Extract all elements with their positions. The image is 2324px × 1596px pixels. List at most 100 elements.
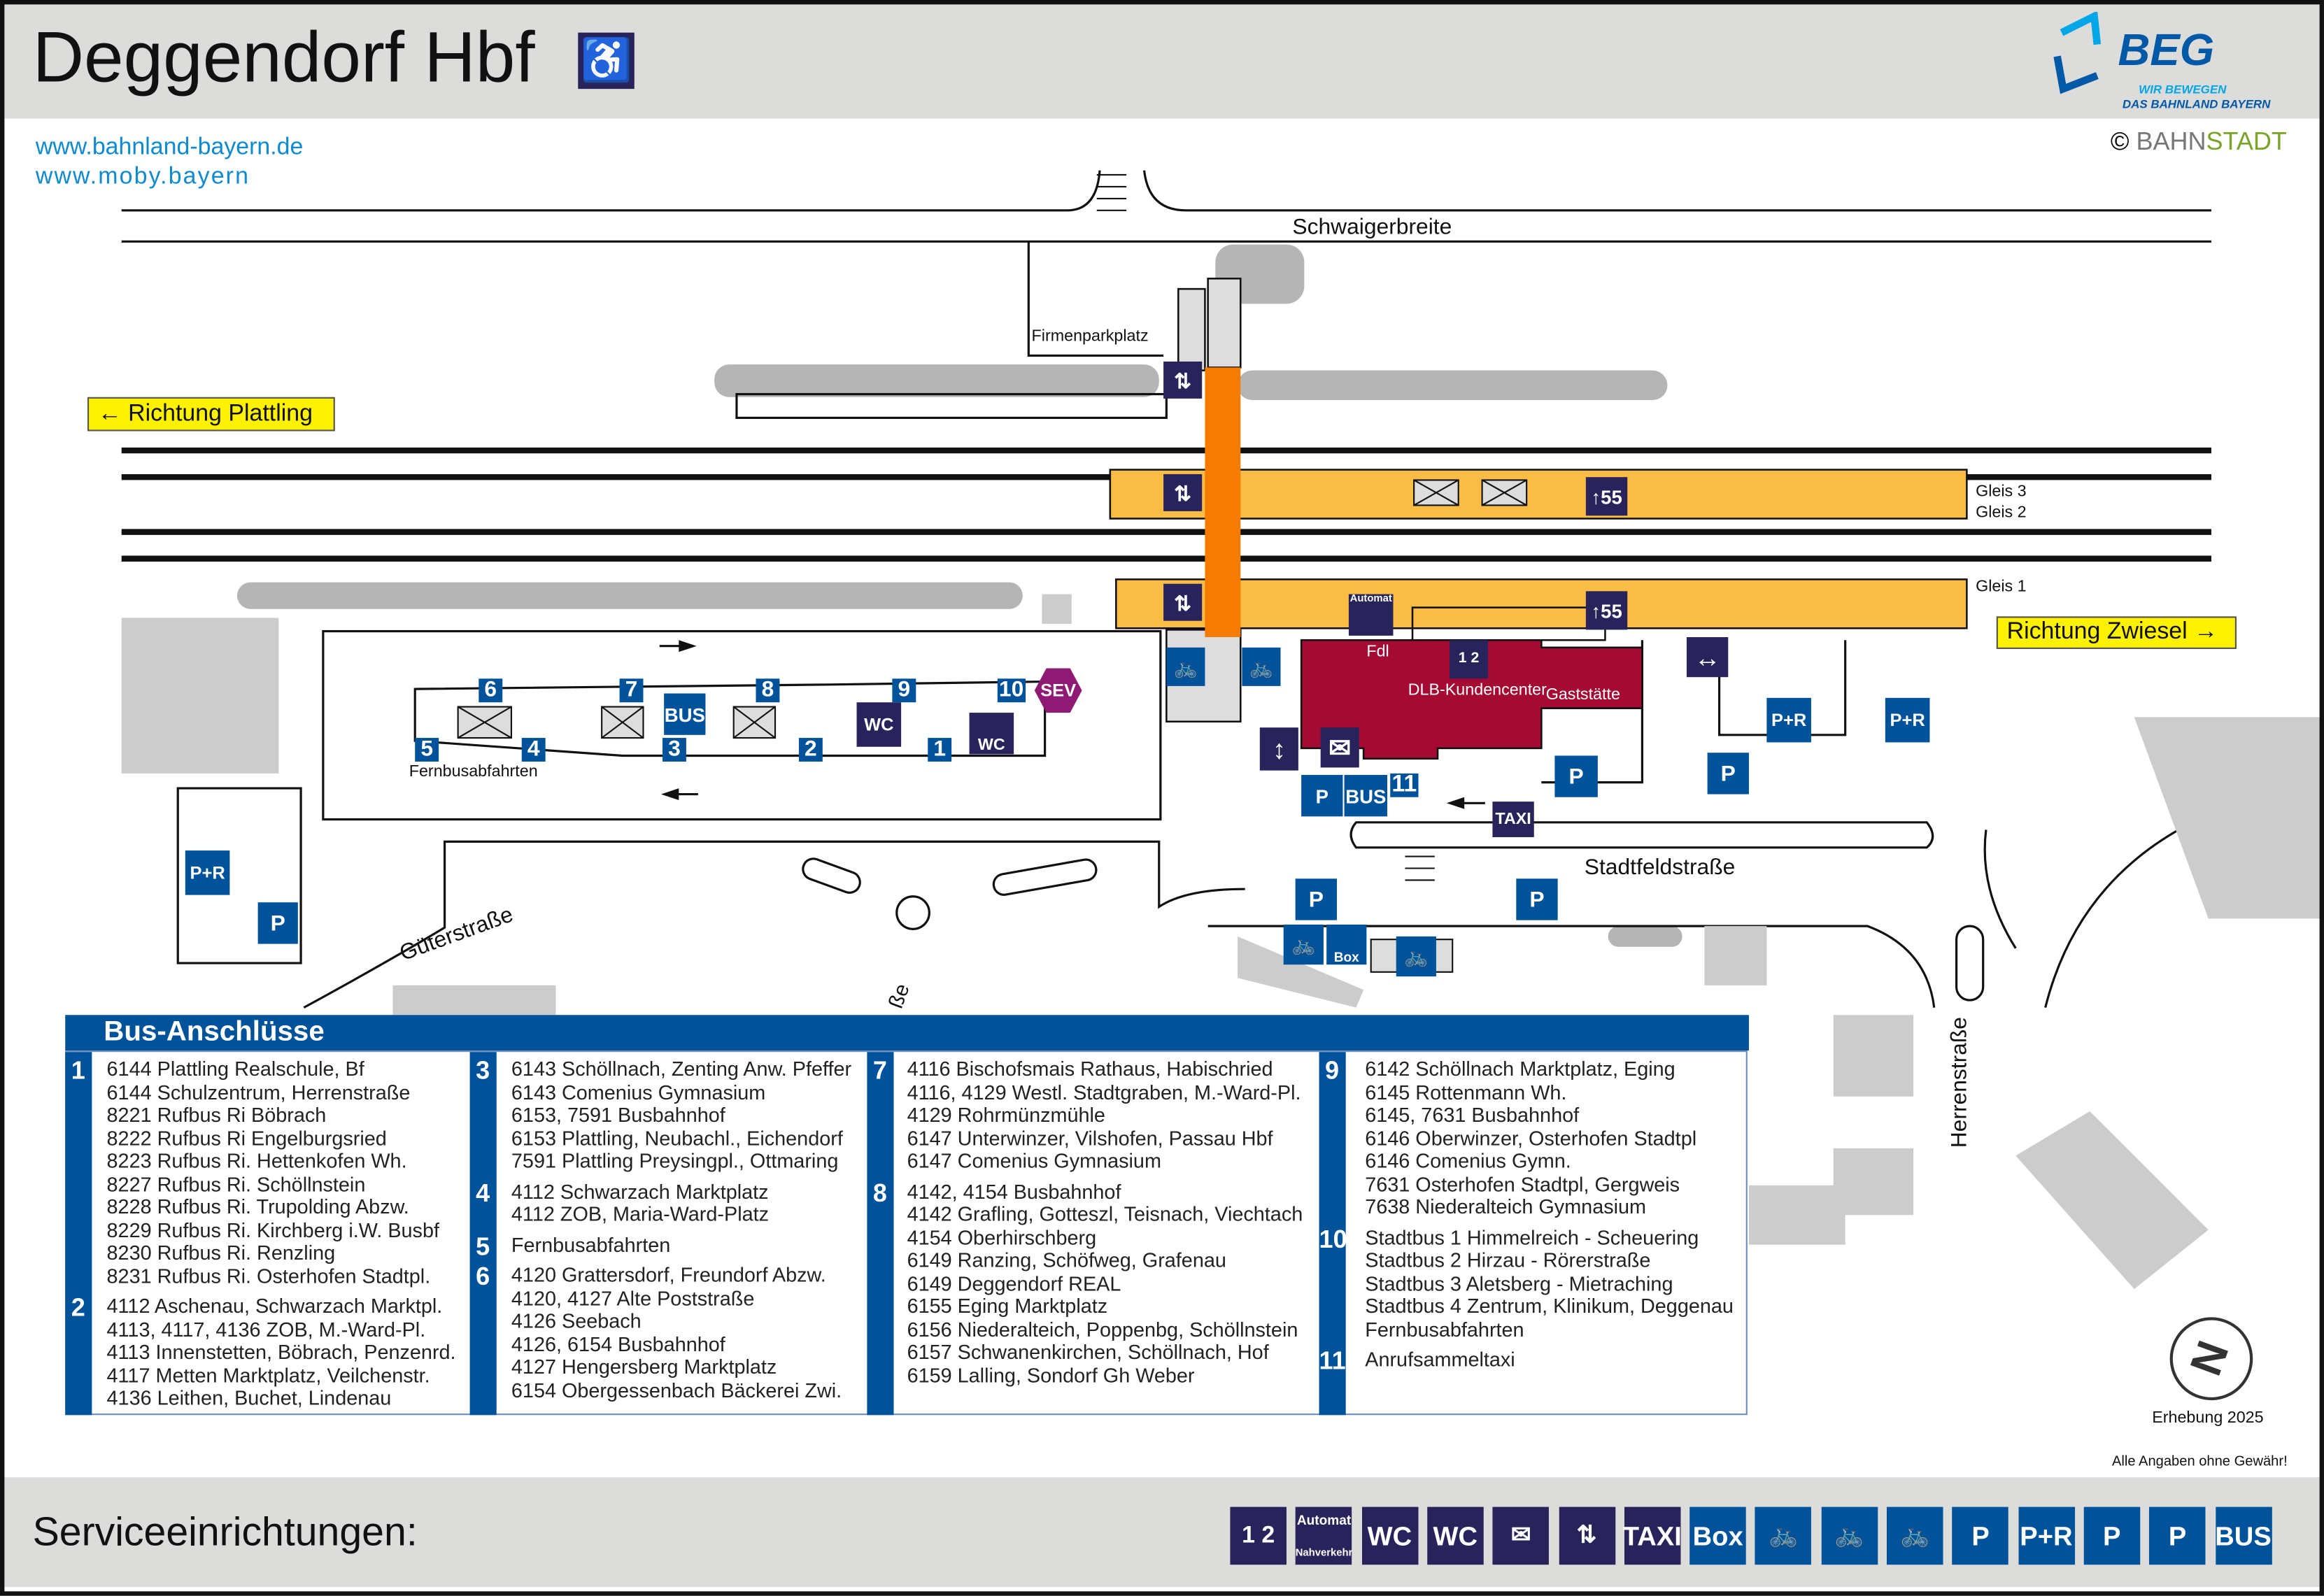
park-and-ride-icon: P+R [2018,1506,2075,1565]
bus-line: 8223 Rufbus Ri. Hettenkofen Wh. [106,1150,407,1172]
bus-line: 8227 Rufbus Ri. Schöllnstein [106,1172,366,1195]
disclaimer: Alle Angaben ohne Gewähr! [2112,1453,2288,1470]
disabled-parking-label: P [1971,1520,1990,1551]
bus-connections-title: Bus-Anschlüsse [65,1015,1749,1051]
park-and-ride-icon: P+R [185,850,230,895]
bus-line: 6149 Ranzing, Schöfweg, Grafenau [907,1248,1226,1271]
bus-line: 4120, 4127 Alte Poststraße [511,1287,755,1309]
bus-stop-number: 2 [71,1293,85,1322]
bahnstadt-part1: BAHN [2136,127,2206,156]
platform-gleis-1 [1115,578,1968,629]
disabled-parking-icon: P [1707,753,1749,795]
pr-label: P+R [1890,709,1925,731]
tree-row [714,364,1159,397]
wc-icon: WC [1426,1506,1484,1565]
station-building [1300,639,1643,760]
stairs-up-down-icon: ⇅ [1558,1506,1615,1565]
bus-line: 6143 Schöllnach, Zenting Anw. Pfeffer [511,1057,852,1081]
bus-stop-number: 9 [1325,1056,1340,1085]
bus-line: 4126 Seebach [511,1309,642,1332]
bus-line: 6147 Comenius Gymnasium [907,1150,1161,1172]
elevator-icon: ↕ [1259,727,1298,771]
pr-label: P+R [1771,709,1807,731]
bus-stop-icon: BUS [664,693,706,735]
gleis-3-label: Gleis 3 [1976,483,2027,501]
street-stadtfeldstrasse: Stadtfeldstraße [1584,855,1736,881]
bus-stop-number: 7 [872,1056,887,1085]
bus-icon: BUS [2215,1506,2272,1565]
motorbike-parking-icon: P [1301,775,1343,817]
fdl-label: Fdl [1366,643,1389,661]
bus-line: 4117 Metten Marktplatz, Veilchenstr. [106,1364,430,1386]
bus-line: 6144 Schulzentrum, Herrenstraße [106,1081,411,1104]
taxi-label: TAXI [1495,809,1531,828]
covered-bike-parking-icon: 🚲 [1755,1506,1812,1565]
wheelchair-icon: ♿ [578,32,635,90]
link-moby-bayern[interactable]: www.moby.bayern [35,164,250,190]
bahnstadt-copyright: © BAHNSTADT [2111,127,2287,157]
bus-stop-number: 4 [476,1178,490,1207]
route-number-strip [1319,1052,1346,1416]
bus-bay-7: 7 [619,678,644,703]
ticket-counter-icon: 1 2 [1449,640,1489,679]
bus-line: 7638 Niederalteich Gymnasium [1365,1195,1647,1218]
e-bike-charging-icon: 🚲 [1886,1506,1943,1565]
sev-rail-replacement-icon: SEV [1034,668,1082,713]
tree-row [236,582,1023,609]
bus-line: 6144 Plattling Realschule, Bf [106,1057,364,1081]
stairs-icon: ⇅ [1163,583,1203,621]
bus-line: 4126, 6154 Busbahnhof [511,1332,725,1355]
bus-line: 6145, 7631 Busbahnhof [1365,1104,1580,1127]
bus-line: 4113, 4117, 4136 ZOB, M.-Ward-Pl. [106,1318,426,1341]
direction-zwiesel: Richtung Zwiesel → [1996,616,2237,649]
beg-wordmark: BEG [2118,27,2215,76]
bus-line: 6142 Schöllnach Marktplatz, Eging [1365,1057,1675,1081]
bay-11: 11 [1390,773,1419,797]
bus-line: 8229 Rufbus Ri. Kirchberg i.W. Busbf [106,1218,439,1241]
bus-line: Fernbusabfahrten [511,1233,671,1256]
beg-tagline-1: WIR BEWEGEN [2139,83,2227,97]
bus-stop-number: 10 [1319,1225,1347,1253]
bike-parking-icon: 🚲 [1166,647,1205,686]
bus-line: 6149 Deggendorf REAL [907,1271,1121,1295]
underpass-icon: ↔ [1686,636,1729,678]
bus-line: 6145 Rottenmann Wh. [1365,1081,1567,1104]
bus-bay-4: 4 [521,737,546,762]
gaststaette-label: Gaststätte [1545,685,1620,704]
bus-line: 8222 Rufbus Ri Engelburgsried [106,1127,387,1149]
bus-line: Fernbusabfahrten [1365,1318,1524,1341]
bus-stop-number: 11 [1319,1346,1346,1376]
mailbox-icon: ✉ [1320,727,1359,768]
covered-bike-parking-icon: 🚲 [1396,936,1436,977]
firmenparkplatz-label: Firmenparkplatz [1031,327,1149,345]
platform-height-icon: ↑55 [1585,477,1628,516]
short-term-parking-icon: P [1295,878,1337,920]
header-band [4,4,2320,119]
taxi-label: TAXI [1622,1520,1682,1551]
bus-stop-number: 6 [476,1262,490,1291]
bus-line: Anrufsammeltaxi [1365,1348,1515,1371]
gleis-2-label: Gleis 2 [1976,504,2027,522]
wc-label: WC [1433,1520,1478,1551]
tree-row [1238,370,1668,401]
taxi-icon: TAXI [1492,801,1534,838]
bus-line: 4112 Schwarzach Marktplatz [511,1180,769,1203]
direction-zwiesel-label: Richtung Zwiesel [2006,619,2188,645]
box-label: Box [1333,950,1359,965]
survey-year: Erhebung 2025 [2152,1409,2264,1427]
wc-label: WC [977,736,1005,755]
bus-label: BUS [1345,784,1387,807]
bus-line: Stadtbus 3 Aletsberg - Mietraching [1365,1271,1673,1295]
bus-line: 6157 Schwanenkirchen, Schöllnach, Hof [907,1341,1269,1364]
bus-stop-number: 1 [71,1056,85,1085]
bus-line: 4116, 4129 Westl. Stadtgraben, M.-Ward-P… [907,1081,1301,1104]
wc-label: WC [864,714,894,735]
link-bahnland-bayern[interactable]: www.bahnland-bayern.de [35,134,304,160]
